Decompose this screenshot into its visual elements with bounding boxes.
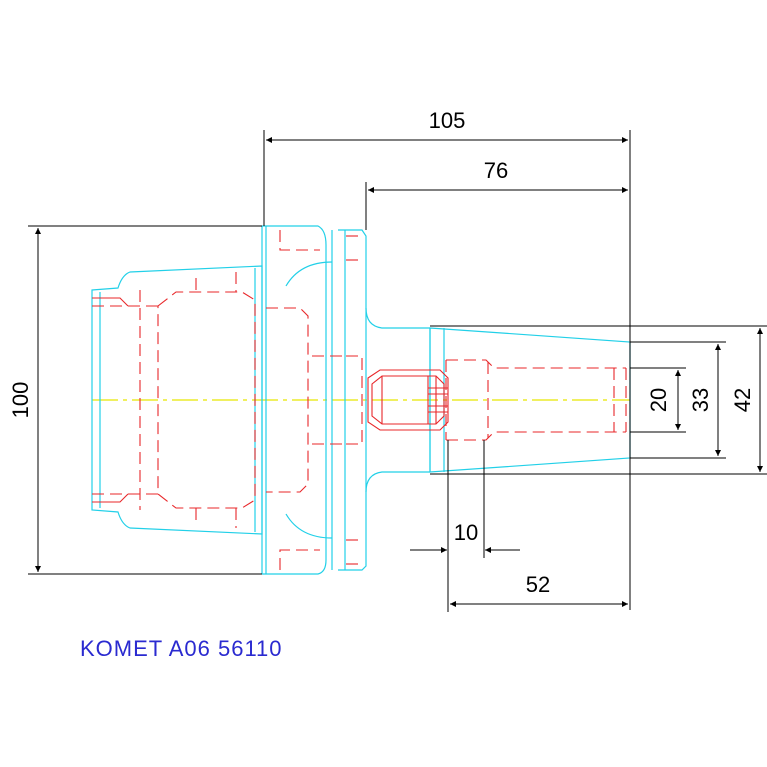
dim-gauge-length: 76: [484, 158, 508, 183]
hidden-lines: [92, 230, 627, 570]
dim-bore-depth: 52: [526, 572, 550, 597]
dim-offset: 10: [454, 520, 478, 545]
dim-bore-diameter: 20: [646, 388, 671, 412]
dim-shank-large: 42: [730, 388, 755, 412]
dim-overall-length: 105: [429, 108, 466, 133]
part-outline: [91, 225, 631, 575]
dim-shank-small: 33: [688, 388, 713, 412]
dimensions: [28, 130, 767, 612]
part-label: KOMET A06 56110: [80, 636, 283, 661]
dim-flange-diameter: 100: [8, 382, 33, 419]
